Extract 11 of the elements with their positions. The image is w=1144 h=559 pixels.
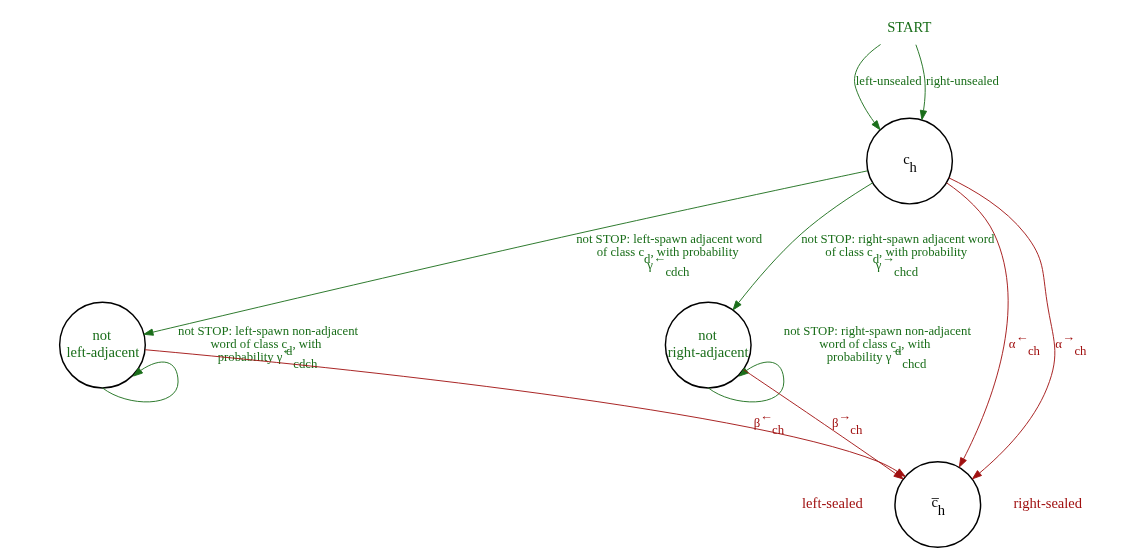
arrow	[853, 44, 881, 131]
node-text: START	[886, 18, 931, 35]
arrow	[732, 182, 873, 311]
arrow	[945, 182, 1008, 468]
edge-label: left-unsealed	[855, 73, 922, 88]
node-label: right-sealed	[1012, 494, 1082, 511]
arrow	[948, 177, 1055, 480]
node-label: left-sealed	[801, 494, 863, 511]
arrow	[142, 170, 868, 336]
arrow	[914, 44, 927, 121]
edge-label: right-unsealed	[925, 73, 999, 88]
